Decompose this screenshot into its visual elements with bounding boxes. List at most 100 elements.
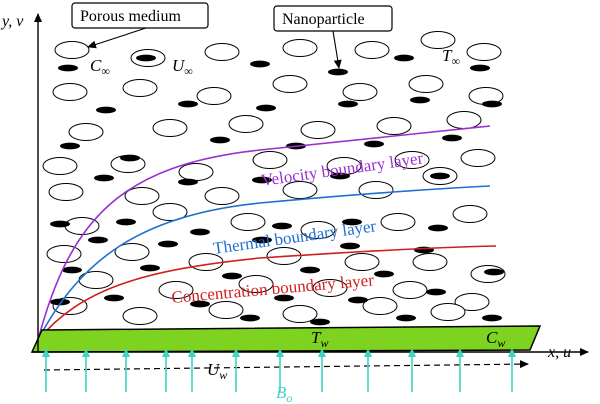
pore-ellipse (208, 301, 244, 319)
nanoparticle-dot (482, 100, 502, 108)
nanoparticle-dot (426, 288, 446, 296)
nanoparticle-dot (256, 104, 276, 112)
c-infinity-symbol: C∞ (90, 56, 110, 78)
nanoparticle-dot (396, 314, 416, 322)
nanoparticle-dot (374, 270, 394, 278)
nanoparticle-dot (240, 314, 260, 322)
nanoparticle-dot (394, 54, 414, 62)
nanoparticle-dot (274, 294, 294, 302)
nanoparticle-dot (252, 236, 272, 244)
nanoparticle-dot (252, 176, 272, 184)
porous-medium-pointer (87, 27, 147, 49)
pore-ellipse (412, 253, 448, 271)
pore-ellipse (392, 281, 428, 299)
thermal-boundary-layer-curve (37, 185, 491, 341)
nanoparticle-dot (50, 220, 70, 228)
magnetic-field-symbol: Bo (276, 383, 292, 404)
nanoparticle-dot (250, 60, 270, 68)
concentration-boundary-layer-curve (37, 245, 497, 341)
stretching-velocity-symbol: Uw (207, 360, 227, 382)
pore-ellipse (282, 39, 318, 57)
nanoparticle-dot (140, 264, 160, 272)
pore-ellipse (228, 115, 264, 133)
nanoparticle-dot (158, 240, 178, 248)
pore-ellipse (312, 279, 348, 297)
pore-ellipse (394, 151, 430, 169)
x-axis-label: x, u (547, 344, 571, 361)
stretching-plate (30, 325, 542, 353)
nanoparticle-dot (328, 68, 348, 76)
nanoparticle-dot (178, 178, 198, 186)
pore-ellipse (354, 41, 390, 59)
nanoparticle-dot (338, 100, 358, 108)
nanoparticle-dot (60, 142, 80, 150)
pore-ellipse (420, 31, 456, 49)
nanoparticle-dot (190, 300, 210, 308)
nanoparticle-dot (442, 134, 462, 142)
velocity-layer-label: Velocity boundary layer (260, 148, 425, 190)
wall-concentration-symbol: Cw (486, 328, 505, 350)
pore-ellipse (48, 183, 84, 201)
nanoparticle-dot (300, 266, 320, 274)
nanoparticle-dot (88, 236, 108, 244)
pore-ellipse (204, 187, 240, 205)
pore-ellipse (114, 243, 150, 261)
pore-ellipse (282, 181, 318, 199)
nanoparticle-dot (430, 172, 450, 180)
nanoparticle-dot (120, 154, 140, 162)
pore-ellipse (358, 181, 394, 199)
pore-ellipse (460, 149, 496, 167)
nanoparticle-dot (364, 140, 384, 148)
pore-ellipse (466, 43, 502, 61)
nanoparticle-dot (310, 318, 330, 326)
pore-ellipse (78, 271, 114, 289)
pore-ellipse (300, 221, 336, 239)
pore-ellipse (54, 41, 90, 59)
pore-ellipse (42, 157, 78, 175)
pore-ellipse (124, 187, 160, 205)
nanoparticle-dot (272, 222, 292, 230)
pore-ellipse (376, 117, 412, 135)
pore-ellipse (454, 293, 490, 311)
nanoparticle-dot (482, 314, 502, 322)
nanoparticle-dot (348, 296, 368, 304)
nanoparticle-dot (116, 218, 136, 226)
magnetic-field-arrows (42, 348, 516, 392)
u-infinity-symbol: U∞ (172, 56, 193, 78)
nanoparticle-dot (342, 218, 362, 226)
pore-ellipse (152, 203, 188, 221)
velocity-boundary-layer-curve (37, 125, 491, 341)
pore-ellipse (178, 163, 214, 181)
nanoparticle-dot (136, 54, 156, 62)
pore-ellipse (122, 307, 158, 325)
nanoparticle-dot (62, 266, 82, 274)
pore-ellipse (204, 43, 240, 61)
pore-ellipse (362, 297, 398, 315)
nanoparticle-dot (222, 272, 242, 280)
nanoparticle-dot (210, 136, 230, 144)
porous-medium-box (71, 2, 209, 29)
wall-temperature-symbol: Tw (311, 328, 328, 350)
nanoparticle-dot (470, 64, 490, 72)
pore-ellipse (46, 245, 82, 263)
nanoparticle-dot (484, 268, 504, 276)
pore-ellipse (282, 305, 318, 323)
pore-ellipse (380, 213, 416, 231)
nanoparticle-dot (190, 228, 210, 236)
pore-ellipse (158, 281, 194, 299)
pore-ellipse (68, 123, 104, 141)
pore-ellipse (452, 205, 488, 223)
nanoparticle-dot (340, 242, 360, 250)
pore-ellipse (446, 111, 482, 129)
nanoparticle-dot (330, 172, 350, 180)
uw-dashed-arrow (43, 360, 529, 371)
nanoparticle-dot (104, 294, 124, 302)
pore-ellipse (272, 75, 308, 93)
pore-ellipse (122, 79, 158, 97)
pore-ellipse (238, 275, 274, 293)
pore-ellipse (342, 83, 378, 101)
nanoparticle-label: Nanoparticle (282, 11, 365, 28)
pore-ellipse (300, 121, 336, 139)
y-axis-label: y, v (0, 13, 24, 30)
